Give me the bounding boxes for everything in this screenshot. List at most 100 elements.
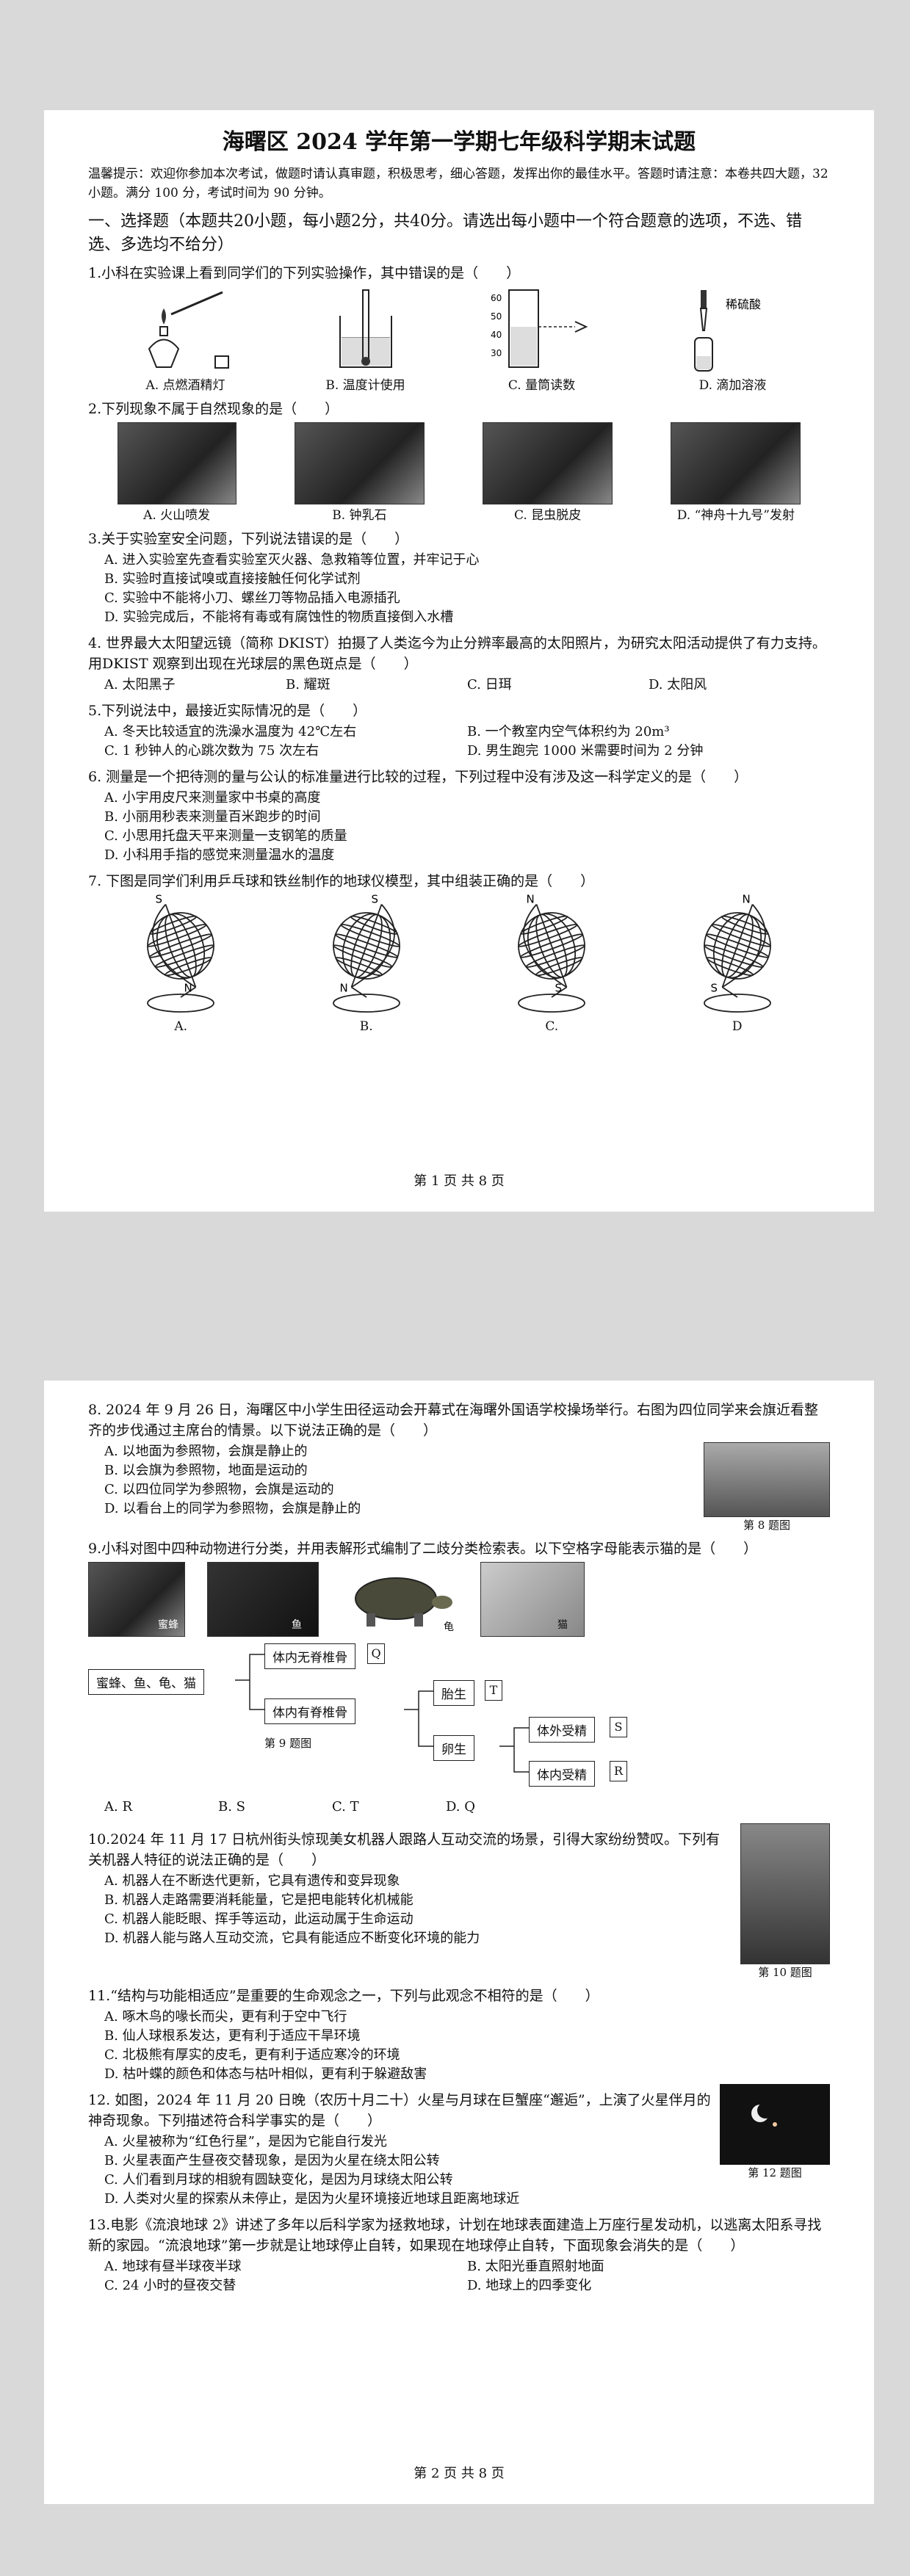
volcano-photo <box>117 422 236 504</box>
key-viviparous-node: 胎生 <box>433 1680 474 1706</box>
q13-option-b: B. 太阳光垂直照射地面 <box>467 2259 604 2274</box>
globe-model-icon: NS <box>518 894 586 1013</box>
q9-option-a: A. R <box>104 1799 132 1815</box>
q1-figure-b: B. 温度计使用 <box>322 286 410 393</box>
question-5: 5.下列说法中，最接近实际情况的是（ ） <box>88 703 367 719</box>
q3-option-a: A. 进入实验室先查看实验室灭火器、急救箱等位置，并牢记于心 <box>104 552 480 568</box>
pole-label-top: S <box>371 894 378 906</box>
q4-option-c: C. 日珥 <box>467 677 512 692</box>
q2-figure-a: A. 火山喷发 <box>117 422 236 523</box>
pole-label-bottom: S <box>555 981 563 994</box>
q3-option-d: D. 实验完成后，不能将有毒或有腐蚀性的物质直接倒入水槽 <box>104 609 454 625</box>
question-1: 1.小科在实验课上看到同学们的下列实验操作，其中错误的是（ ） <box>88 265 521 281</box>
q12-caption: 第 12 题图 <box>748 2166 802 2179</box>
q13-option-c: C. 24 小时的昼夜交替 <box>104 2278 236 2293</box>
q12-option-d: D. 人类对火星的探索从未停止，是因为火星环境接近地球且距离地球近 <box>104 2191 520 2207</box>
scale-40: 40 <box>491 330 502 340</box>
q6-option-c: C. 小思用托盘天平来测量一支钢笔的质量 <box>104 828 347 844</box>
q9-options: A. R B. S C. T D. Q <box>88 1798 560 1817</box>
q6-option-b: B. 小丽用秒表来测量百米跑步的时间 <box>104 809 321 825</box>
q1-figures: A. 点燃酒精灯 B. 温度计使用 60 50 40 30 <box>88 286 830 393</box>
q11-option-d: D. 枯叶蝶的颜色和体态与枯叶相似，更有利于躲避敌害 <box>104 2066 427 2082</box>
question-7: 7. 下图是同学们利用乒乓球和铁丝制作的地球仪模型，其中组装正确的是（ ） <box>88 873 595 889</box>
q7-option-b: B. <box>359 1019 373 1034</box>
question-13: 13.电影《流浪地球 2》讲述了多年以后科学家为拯救地球，计划在地球表面建造上万… <box>88 2217 822 2254</box>
page-2-footer: 第 2 页 共 8 页 <box>414 2466 505 2481</box>
q1-figure-d: 稀硫酸 D. 滴加溶液 <box>674 286 792 393</box>
pole-label-top: N <box>527 894 535 906</box>
acid-label: 稀硫酸 <box>726 297 761 311</box>
question-2: 2.下列现象不属于自然现象的是（ ） <box>88 401 339 417</box>
exam-page-2: 8. 2024 年 9 月 26 日，海曙区中小学生田径运动会开幕式在海曙外国语… <box>44 1381 874 2504</box>
globe-model-icon: NS <box>703 894 771 1013</box>
q9-caption: 第 9 题图 <box>264 1737 312 1750</box>
q4-option-b: B. 耀斑 <box>286 677 331 692</box>
question-11: 11.“结构与功能相适应”是重要的生命观念之一，下列与此观念不相符的是（ ） <box>88 1988 599 2004</box>
q9-option-c: C. T <box>332 1799 359 1815</box>
stalactite-photo <box>294 422 425 504</box>
q3-option-c: C. 实验中不能将小刀、螺丝刀等物品插入电源插孔 <box>104 590 400 606</box>
q13-option-a: A. 地球有昼半球夜半球 <box>104 2259 242 2274</box>
cat-photo <box>480 1562 585 1637</box>
q2-figure-d: D. “神舟十九号”发射 <box>671 422 801 523</box>
q1-option-a: A. 点燃酒精灯 <box>145 378 225 393</box>
key-letter-r: R <box>610 1761 627 1781</box>
q5-options-row2: C. 1 秒钟人的心跳次数为 75 次左右 D. 男生跑完 1000 米需要时间… <box>88 742 830 761</box>
cat-label: 猫 <box>557 1619 568 1631</box>
key-external-fert-node: 体外受精 <box>529 1717 595 1743</box>
scale-30: 30 <box>491 348 502 358</box>
key-root-node: 蜜蜂、鱼、龟、猫 <box>88 1669 204 1695</box>
q11-option-c: C. 北极熊有厚实的皮毛，更有利于适应寒冷的环境 <box>104 2047 400 2063</box>
question-3: 3.关于实验室安全问题，下列说法错误的是（ ） <box>88 531 409 547</box>
q6-option-d: D. 小科用手指的感觉来测量温水的温度 <box>104 847 335 863</box>
flag-parade-photo <box>704 1442 830 1517</box>
insect-molting-photo <box>483 422 613 504</box>
turtle-figure: 龟 <box>341 1562 458 1637</box>
exam-page-1: 海曙区 2024 学年第一学期七年级科学期末试题 温馨提示：欢迎你参加本次考试，… <box>44 110 874 1212</box>
key-no-backbone-node: 体内无脊椎骨 <box>264 1643 355 1669</box>
q2-figure-b: B. 钟乳石 <box>294 422 425 523</box>
q4-option-a: A. 太阳黑子 <box>104 677 176 692</box>
q8-option-b: B. 以会旗为参照物，地面是运动的 <box>104 1463 308 1478</box>
fish-label: 鱼 <box>292 1619 302 1631</box>
key-connector-lines <box>235 1654 529 1773</box>
question-12: 12. 如图，2024 年 11 月 20 日晚（农历十月二十）火星与月球在巨蟹… <box>88 2092 711 2129</box>
question-4: 4. 世界最大太阳望远镜（简称 DKIST）拍摄了人类迄今为止分辨率最高的太阳照… <box>88 635 826 672</box>
q13-options-row1: A. 地球有昼半球夜半球 B. 太阳光垂直照射地面 <box>88 2257 830 2276</box>
q4-option-d: D. 太阳风 <box>649 677 707 692</box>
turtle-label: 龟 <box>444 1621 454 1633</box>
key-letter-s: S <box>610 1717 627 1737</box>
pole-label-bottom: N <box>339 981 347 994</box>
question-6: 6. 测量是一个把待测的量与公认的标准量进行比较的过程，下列过程中没有涉及这一科… <box>88 769 748 785</box>
globe-model-icon: SN <box>332 894 400 1013</box>
bee-label: 蜜蜂 <box>158 1619 178 1631</box>
question-9: 9.小科对图中四种动物进行分类，并用表解形式编制了二歧分类检索表。以下空格字母能… <box>88 1541 758 1557</box>
q7-option-c: C. <box>545 1019 559 1034</box>
cat-figure: 猫 <box>480 1562 585 1637</box>
scale-50: 50 <box>491 311 502 322</box>
q10-figure: 第 10 题图 <box>740 1823 830 1980</box>
mars-moon-photo <box>720 2084 830 2165</box>
pole-label-bottom: N <box>184 981 192 994</box>
q13-option-d: D. 地球上的四季变化 <box>467 2278 592 2293</box>
q10-caption: 第 10 题图 <box>758 1966 812 1979</box>
q2-figures: A. 火山喷发 B. 钟乳石 C. 昆虫脱皮 D. “神舟十九号”发射 <box>88 422 830 523</box>
q2-option-c: C. 昆虫脱皮 <box>514 508 582 523</box>
exam-note: 温馨提示：欢迎你参加本次考试，做题时请认真审题，积极思考，细心答题，发挥出你的最… <box>88 167 828 200</box>
q8-body: A. 以地面为参照物，会旗是静止的 B. 以会旗为参照物，地面是运动的 C. 以… <box>88 1442 830 1533</box>
q7-option-a: A. <box>174 1019 188 1034</box>
q8-figure: 第 8 题图 <box>704 1442 830 1533</box>
q4-options: A. 太阳黑子 B. 耀斑 C. 日珥 D. 太阳风 <box>88 676 830 695</box>
q9-dichotomous-key: 蜜蜂、鱼、龟、猫 体内无脊椎骨 Q 体内有脊椎骨 胎生 T 卵生 体外受精 S … <box>88 1640 830 1823</box>
q1-figure-c: 60 50 40 30 C. 量筒读数 <box>487 286 597 393</box>
q11-option-a: A. 啄木鸟的喙长而尖，更有利于空中飞行 <box>104 2009 347 2025</box>
globe-model-icon: SN <box>147 894 215 1013</box>
graduated-cylinder-icon: 60 50 40 30 <box>491 289 588 368</box>
q11-option-b: B. 仙人球根系发达，更有利于适应干旱环境 <box>104 2028 361 2044</box>
q8-caption: 第 8 题图 <box>743 1519 791 1532</box>
fish-figure: 鱼 <box>207 1562 319 1637</box>
q2-option-a: A. 火山喷发 <box>143 508 211 523</box>
